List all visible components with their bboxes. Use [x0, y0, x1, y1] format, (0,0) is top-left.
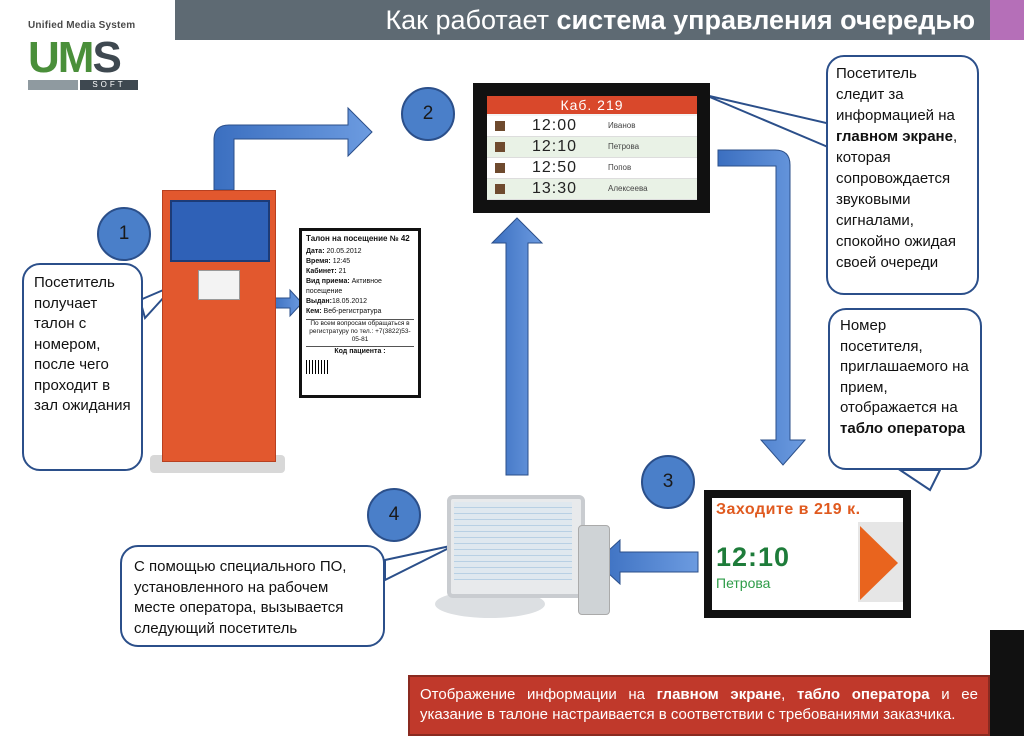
callout-main-screen: Посетитель следит за информацией на глав…: [826, 55, 979, 295]
header-accent: [990, 0, 1024, 40]
arrow-computer-to-screen: [490, 217, 544, 476]
logo: UMS: [28, 33, 122, 82]
corner-decoration: [990, 630, 1024, 736]
main-screen-header: Каб. 219: [487, 96, 697, 114]
ticket: Талон на посещение № 42 Дата: 20.05.2012…: [299, 228, 421, 398]
header-bar: [175, 0, 990, 40]
page-title: Как работает система управления очередью: [385, 5, 975, 35]
kiosk-ticket-slot: [198, 270, 240, 300]
operator-board-header: Заходите в 219 к.: [716, 501, 861, 518]
computer-tower: [578, 525, 610, 615]
logo-underline: [28, 80, 78, 90]
kiosk-screen: [170, 200, 270, 262]
operator-board-time: 12:10: [716, 542, 791, 572]
logo-subtitle: SOFT: [80, 80, 138, 90]
step-number-4: 4: [367, 488, 421, 542]
step-number-3: 3: [641, 455, 695, 509]
callout-operator-software: С помощью специального ПО, установленног…: [120, 545, 385, 647]
bottom-banner: Отображение информации на главном экране…: [408, 675, 990, 736]
barcode: [306, 360, 328, 374]
operator-software-screen: [454, 502, 572, 580]
callout-operator-board: Номер посетителя, приглашаемого на прием…: [828, 308, 982, 470]
arrow-kiosk-to-ticket: [271, 288, 303, 318]
callout-visitor-ticket: Посетитель получает талон с номером, пос…: [22, 263, 143, 471]
step-number-1: 1: [97, 207, 151, 261]
logo-caption: Unified Media System: [28, 20, 136, 31]
operator-board-name: Петрова: [716, 575, 771, 591]
arrow-board-to-computer: [595, 538, 699, 586]
arrow-screen-to-board: [717, 149, 807, 466]
step-number-2: 2: [401, 87, 455, 141]
arrow-right-icon: [860, 526, 898, 600]
ticket-title: Талон на посещение № 42: [306, 234, 410, 243]
arrow-kiosk-to-screen: [213, 106, 373, 191]
